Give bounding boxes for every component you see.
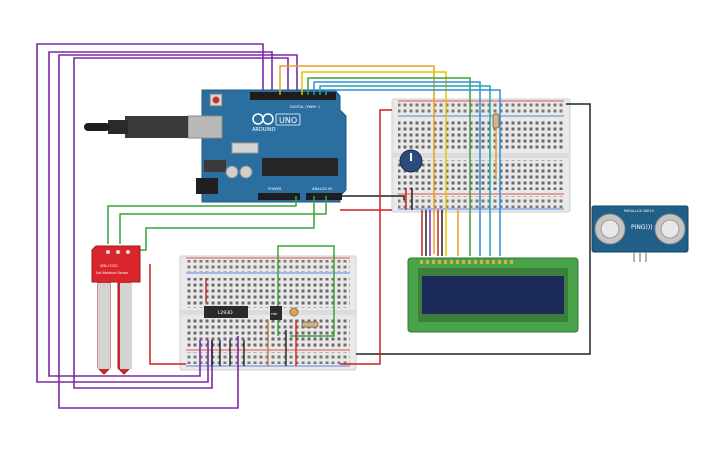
photoresistor[interactable] xyxy=(289,307,299,317)
purple-wires xyxy=(36,43,298,409)
analog-label: ANALOG IN xyxy=(312,187,332,191)
ultrasonic-sensor[interactable]: PARALLAX 28015 PING))) xyxy=(591,205,689,262)
lcd-wires xyxy=(405,188,459,256)
temperature-sensor[interactable]: TMP xyxy=(270,306,282,320)
usb-connector xyxy=(84,115,223,139)
resistor-bottom xyxy=(301,321,319,328)
ultrasonic-label-mid: PING))) xyxy=(631,224,653,231)
digital-label: DIGITAL (PWM~) xyxy=(290,105,320,109)
power-header xyxy=(258,193,300,200)
microcontroller-chip xyxy=(262,158,338,176)
moisture-label-2: Soil Moisture Sensor xyxy=(96,271,129,275)
moisture-label-1: SEN-13322 xyxy=(100,264,118,268)
chip-label: L293D xyxy=(218,310,233,316)
resistor-top xyxy=(492,113,500,129)
breadboard-top xyxy=(391,98,571,213)
green-wires xyxy=(107,196,335,337)
arduino-uno[interactable]: DIGITAL (PWM~) ARDUINO UNO POWER ANALOG … xyxy=(84,89,347,203)
potentiometer[interactable] xyxy=(399,149,423,173)
signal-wires xyxy=(279,65,501,256)
bottom-board-wires xyxy=(205,278,297,366)
power-label: POWER xyxy=(268,187,282,191)
power-wires xyxy=(149,103,591,365)
ultrasonic-label-top: PARALLAX 28015 xyxy=(624,209,654,213)
soil-moisture-sensor[interactable]: SEN-13322 Soil Moisture Sensor xyxy=(91,245,141,375)
arduino-model: UNO xyxy=(279,116,297,125)
digital-header xyxy=(250,92,336,100)
motor-driver-chip[interactable]: L293D xyxy=(204,306,248,318)
lcd-display[interactable] xyxy=(407,257,579,333)
temp-sensor-label: TMP xyxy=(270,312,277,316)
lcd-pins xyxy=(420,260,513,264)
arduino-brand: ARDUINO xyxy=(252,127,276,133)
breadboard-bottom xyxy=(179,255,357,371)
